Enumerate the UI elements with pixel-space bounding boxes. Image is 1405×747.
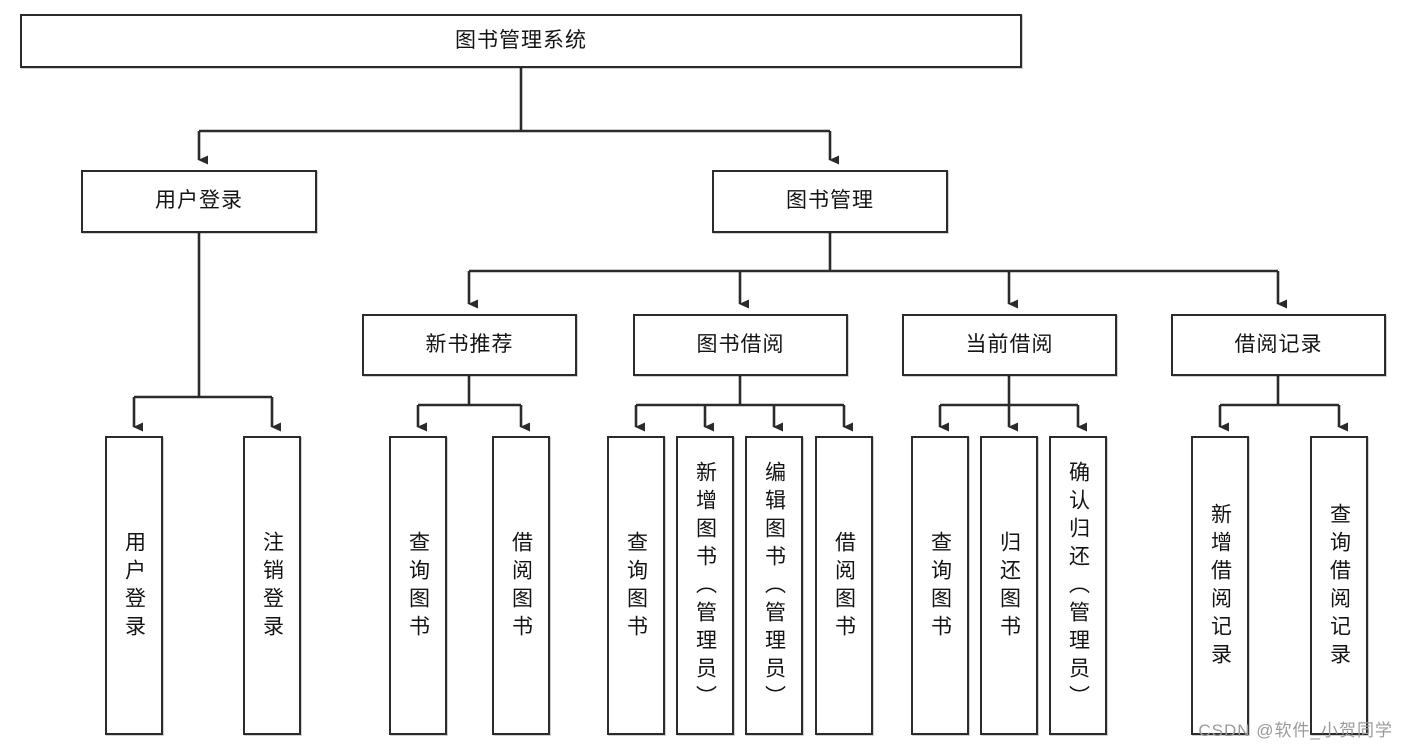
node-leaf-user-logout[interactable]: 注销登录: [243, 436, 301, 735]
node-user-login[interactable]: 用户登录: [81, 170, 317, 233]
node-leaf-borrow-book-1-label: 借阅图书: [509, 530, 533, 643]
node-book-borrow-label: 图书借阅: [696, 332, 785, 356]
node-leaf-query-book-3[interactable]: 查询图书: [911, 436, 969, 735]
node-leaf-borrow-book-2[interactable]: 借阅图书: [815, 436, 873, 735]
node-leaf-add-book[interactable]: 新增图书（管理员）: [676, 436, 734, 735]
node-new-book-recommend-label: 新书推荐: [425, 332, 514, 356]
node-root-label: 图书管理系统: [455, 28, 587, 52]
node-leaf-add-book-label: 新增图书（管理员）: [693, 460, 717, 713]
watermark: CSDN @软件_小贺同学: [1198, 721, 1393, 740]
node-leaf-confirm-return[interactable]: 确认归还（管理员）: [1049, 436, 1107, 735]
node-leaf-return-book-label: 归还图书: [997, 530, 1021, 643]
node-leaf-query-book-2[interactable]: 查询图书: [607, 436, 665, 735]
node-leaf-query-record-label: 查询借阅记录: [1327, 502, 1351, 671]
node-current-borrow[interactable]: 当前借阅: [902, 314, 1117, 376]
node-book-borrow[interactable]: 图书借阅: [633, 314, 848, 376]
node-new-book-recommend[interactable]: 新书推荐: [362, 314, 577, 376]
node-leaf-user-logout-label: 注销登录: [260, 530, 284, 643]
node-leaf-query-book-1[interactable]: 查询图书: [389, 436, 447, 735]
node-borrow-record[interactable]: 借阅记录: [1171, 314, 1386, 376]
node-leaf-query-book-3-label: 查询图书: [928, 530, 952, 643]
node-leaf-confirm-return-label: 确认归还（管理员）: [1066, 460, 1090, 713]
node-leaf-query-record[interactable]: 查询借阅记录: [1310, 436, 1368, 735]
node-leaf-return-book[interactable]: 归还图书: [980, 436, 1038, 735]
node-leaf-add-record-label: 新增借阅记录: [1208, 502, 1232, 671]
node-user-login-label: 用户登录: [155, 189, 243, 213]
node-leaf-user-login-label: 用户登录: [122, 530, 146, 643]
node-leaf-borrow-book-1[interactable]: 借阅图书: [492, 436, 550, 735]
node-book-management-label: 图书管理: [786, 189, 874, 213]
node-leaf-query-book-2-label: 查询图书: [624, 530, 648, 643]
node-current-borrow-label: 当前借阅: [965, 332, 1054, 356]
node-book-management[interactable]: 图书管理: [712, 170, 948, 233]
node-borrow-record-label: 借阅记录: [1234, 332, 1323, 356]
node-leaf-edit-book[interactable]: 编辑图书（管理员）: [745, 436, 803, 735]
node-leaf-add-record[interactable]: 新增借阅记录: [1191, 436, 1249, 735]
node-leaf-edit-book-label: 编辑图书（管理员）: [762, 460, 786, 713]
node-leaf-query-book-1-label: 查询图书: [406, 530, 430, 643]
node-leaf-user-login[interactable]: 用户登录: [105, 436, 163, 735]
node-leaf-borrow-book-2-label: 借阅图书: [832, 530, 856, 643]
node-root[interactable]: 图书管理系统: [20, 14, 1022, 68]
